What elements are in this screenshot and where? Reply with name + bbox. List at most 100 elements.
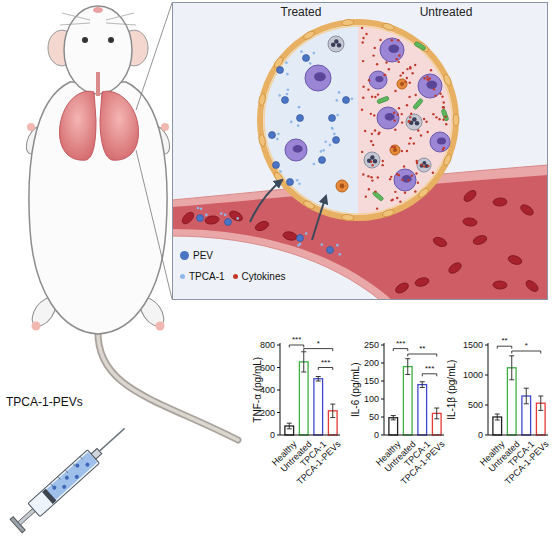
cells-and-particles xyxy=(443,101,445,103)
cells-and-particles xyxy=(382,22,395,31)
cells-and-particles xyxy=(367,175,369,177)
cells-and-particles xyxy=(334,39,338,43)
significance-stars: *** xyxy=(292,336,301,344)
legend-swatch xyxy=(180,251,189,260)
cells-and-particles xyxy=(401,113,403,115)
cells-and-particles xyxy=(413,142,415,144)
category-label: TPCA-1-PEVs xyxy=(399,439,447,487)
cells-and-particles xyxy=(372,144,374,146)
cells-and-particles xyxy=(197,215,204,222)
cells-and-particles xyxy=(377,96,390,104)
cells-and-particles xyxy=(368,188,370,190)
cells-and-particles xyxy=(442,148,444,150)
cells-and-particles xyxy=(442,73,452,86)
panel-heading: Untreated xyxy=(420,6,473,20)
cells-and-particles xyxy=(416,160,418,162)
tick-label: 200 xyxy=(260,408,275,418)
cells-and-particles xyxy=(406,104,408,106)
cells-and-particles xyxy=(396,197,398,199)
cells-and-particles xyxy=(300,50,303,53)
error-bar xyxy=(316,377,321,382)
tick-label: 0 xyxy=(478,430,483,440)
cells-and-particles xyxy=(338,253,341,256)
inset-background xyxy=(172,2,548,300)
cells-and-particles xyxy=(409,121,413,125)
blood-vessel xyxy=(519,203,535,217)
tick-label: 500 xyxy=(468,400,483,410)
cells-and-particles xyxy=(445,123,447,125)
cells-and-particles xyxy=(407,179,409,181)
cells-and-particles xyxy=(422,161,426,165)
cells-and-particles xyxy=(286,73,289,76)
cells-and-particles xyxy=(402,175,412,183)
cells-and-particles xyxy=(418,74,442,98)
lung xyxy=(60,72,139,160)
cells-and-particles xyxy=(372,191,384,202)
cells-and-particles xyxy=(282,97,289,104)
cells-and-particles xyxy=(273,162,280,169)
cells-and-particles xyxy=(220,212,223,215)
category-label: Healthy xyxy=(270,439,299,468)
cells-and-particles xyxy=(403,165,405,167)
significance-bracket xyxy=(512,351,541,354)
error-bar xyxy=(287,423,292,429)
cells-and-particles xyxy=(336,114,339,117)
cells-and-particles xyxy=(341,214,354,221)
cells-and-particles xyxy=(395,58,397,60)
cells-and-particles xyxy=(384,74,386,76)
syringe xyxy=(28,450,99,517)
error-bar xyxy=(509,356,514,380)
mouse-tail xyxy=(98,330,238,440)
mouse-tail xyxy=(98,330,238,440)
cells-and-particles xyxy=(314,72,326,81)
syringe xyxy=(10,422,131,533)
syringe xyxy=(64,475,70,481)
cells-and-particles xyxy=(371,179,373,181)
cells-and-particles xyxy=(285,139,307,161)
cells-and-particles xyxy=(415,121,419,125)
cells-and-particles xyxy=(299,243,302,246)
cells-and-particles xyxy=(200,207,203,210)
tick-label: 0 xyxy=(270,430,275,440)
cells-and-particles xyxy=(409,82,411,84)
cells-and-particles xyxy=(394,191,396,193)
panel-heading: Treated xyxy=(281,6,322,20)
cells-and-particles xyxy=(390,176,392,178)
cells-and-particles xyxy=(417,187,430,199)
cells-and-particles xyxy=(327,247,334,254)
cells-and-particles xyxy=(298,106,301,109)
cells-and-particles xyxy=(393,146,395,148)
cells-and-particles xyxy=(277,67,284,74)
mouse-tail xyxy=(98,330,238,440)
cells-and-particles xyxy=(361,151,363,153)
cells-and-particles xyxy=(394,169,416,191)
transport-arrow xyxy=(250,180,326,240)
cells-and-particles xyxy=(433,88,435,90)
category-label: Untreated xyxy=(382,439,417,474)
cells-and-particles xyxy=(430,132,450,152)
cells-and-particles xyxy=(385,113,395,121)
category-label: Untreated xyxy=(486,439,521,474)
cells-and-particles xyxy=(370,113,372,115)
category-label: TPCA-1 xyxy=(299,439,329,469)
cells-and-particles xyxy=(225,219,232,226)
cells-and-particles xyxy=(331,127,334,130)
error-bar xyxy=(420,382,425,388)
cells-and-particles xyxy=(365,33,367,35)
cells-and-particles xyxy=(393,112,395,114)
cells-and-particles xyxy=(285,139,307,161)
cells-and-particles xyxy=(442,119,444,121)
blood-vessel xyxy=(493,281,507,289)
category-label: TPCA-1-PEVs xyxy=(295,439,343,487)
blood-vessel xyxy=(472,234,488,246)
cells-and-particles xyxy=(362,60,364,62)
cells-and-particles xyxy=(362,97,364,99)
cells-and-particles xyxy=(333,133,336,136)
cells-and-particles xyxy=(364,152,380,168)
mouse-head xyxy=(82,37,88,43)
cells-and-particles xyxy=(224,213,227,216)
cells-and-particles xyxy=(269,132,276,139)
cells-and-particles xyxy=(420,134,422,136)
cells-and-particles xyxy=(402,72,404,74)
cells-and-particles xyxy=(364,130,366,132)
